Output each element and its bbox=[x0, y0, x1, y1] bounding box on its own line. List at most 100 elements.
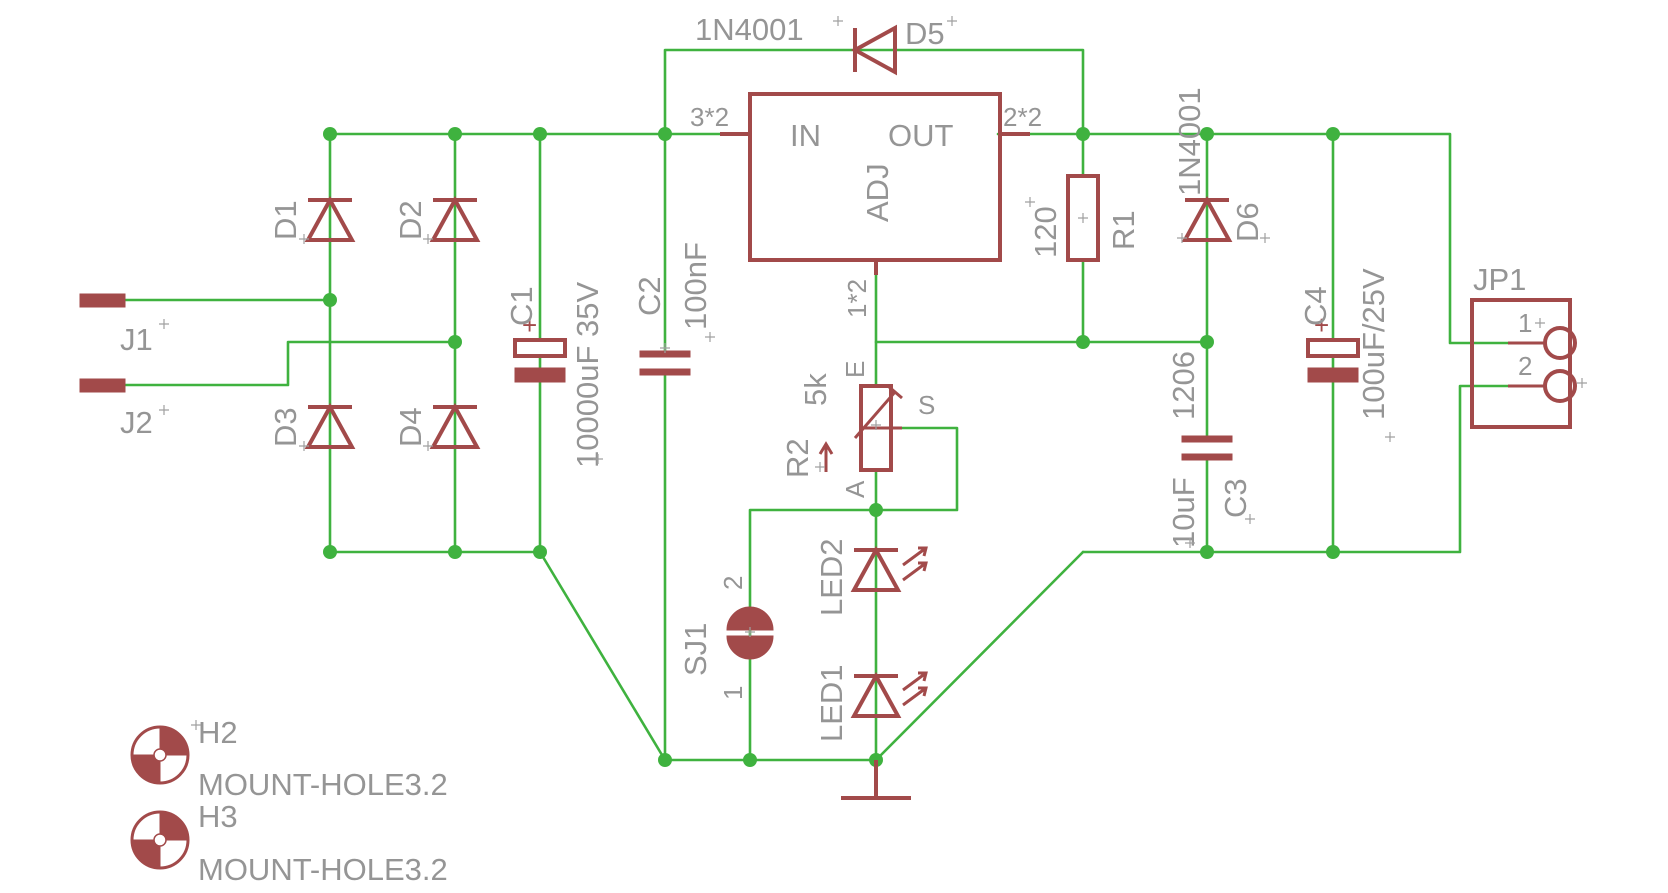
led1-light-arrow-1 bbox=[902, 671, 928, 692]
h3-center bbox=[153, 833, 167, 847]
junction bbox=[658, 753, 672, 767]
h3-value: MOUNT-HOLE3.2 bbox=[198, 852, 448, 887]
c4-plate-negative bbox=[1307, 367, 1359, 383]
d3-triangle bbox=[304, 402, 356, 449]
junction bbox=[323, 127, 337, 141]
led1-name: LED1 bbox=[814, 664, 849, 742]
sj1-pin1: 1 bbox=[718, 686, 748, 700]
led2-name: LED2 bbox=[814, 538, 849, 616]
d6-value: 1N4001 bbox=[1172, 87, 1207, 196]
origin-marker bbox=[423, 234, 433, 244]
resistor-r1: 120 R1 bbox=[1028, 174, 1141, 262]
d2-name: D2 bbox=[393, 200, 428, 240]
sj1-name: SJ1 bbox=[678, 623, 713, 676]
j2-name: J2 bbox=[120, 405, 153, 440]
regulator-in-label: IN bbox=[790, 118, 821, 153]
c1-name: C1 bbox=[504, 286, 539, 326]
c4-plus: + bbox=[1314, 310, 1329, 340]
c3-plate-bottom bbox=[1181, 453, 1233, 461]
origin-marker bbox=[833, 16, 843, 26]
junction bbox=[448, 127, 462, 141]
wire-adj bbox=[874, 258, 1209, 344]
diode-d6: 1N4001 D6 bbox=[1172, 87, 1265, 242]
jp1-name: JP1 bbox=[1473, 262, 1526, 297]
sj1-top-half bbox=[726, 606, 774, 631]
led-led1: LED1 bbox=[814, 664, 928, 742]
origin-marker bbox=[815, 462, 825, 472]
r2-pin-s: S bbox=[918, 390, 935, 420]
junction bbox=[1200, 545, 1214, 559]
junction bbox=[533, 545, 547, 559]
origin-marker bbox=[1535, 318, 1545, 328]
wire-sj1 bbox=[748, 508, 878, 762]
c1-gap bbox=[515, 338, 565, 358]
c3-gap bbox=[1182, 440, 1232, 456]
sj1-pin2: 2 bbox=[718, 576, 748, 590]
c2-gap bbox=[640, 355, 690, 371]
j1-pad bbox=[79, 293, 126, 308]
led2-triangle bbox=[850, 545, 902, 592]
r2-name: R2 bbox=[780, 438, 815, 478]
origin-marker bbox=[1260, 233, 1270, 243]
capacitor-c4: + C4 100uF/25V bbox=[1298, 268, 1391, 420]
j2-pad bbox=[79, 378, 126, 393]
origin-marker bbox=[159, 319, 169, 329]
junction bbox=[1200, 127, 1214, 141]
led1-light-arrow-2 bbox=[902, 686, 928, 707]
c1-value: 10000uF 35V bbox=[570, 282, 605, 468]
wire-r2-wiper bbox=[874, 426, 959, 512]
r2-value: 5k bbox=[798, 373, 833, 406]
d2-triangle bbox=[429, 195, 481, 242]
c1-plate-negative bbox=[514, 367, 566, 383]
capacitor-c2: C2 100nF bbox=[632, 242, 713, 376]
origin-marker bbox=[299, 441, 309, 451]
led1-triangle bbox=[850, 671, 902, 718]
junction bbox=[323, 545, 337, 559]
origin-marker bbox=[159, 405, 169, 415]
junction bbox=[448, 545, 462, 559]
diode-d2: D2 bbox=[393, 195, 481, 242]
wire-bottom-rail-right bbox=[1081, 384, 1510, 554]
mount-hole-h2: H2 MOUNT-HOLE3.2 bbox=[130, 715, 448, 802]
c3-plate-top bbox=[1181, 435, 1233, 443]
regulator-out-label: OUT bbox=[888, 118, 954, 153]
r1-name: R1 bbox=[1106, 210, 1141, 250]
c2-name: C2 bbox=[632, 276, 667, 316]
r1-value: 120 bbox=[1028, 206, 1063, 258]
junctions bbox=[323, 127, 1340, 767]
diode-d5: 1N4001 D5 bbox=[695, 12, 945, 76]
regulator-adj-pad: 1*2 bbox=[842, 279, 872, 318]
c4-gap bbox=[1308, 338, 1358, 358]
h3-quadrant-3 bbox=[131, 839, 161, 869]
origin-markers bbox=[159, 16, 1587, 730]
r2-trim-cap bbox=[887, 384, 903, 400]
connector-j1: J1 bbox=[79, 293, 153, 357]
junction bbox=[1076, 127, 1090, 141]
d1-name: D1 bbox=[268, 200, 303, 240]
regulator-out-pad: 2*2 bbox=[1003, 102, 1042, 132]
d5-triangle bbox=[850, 24, 897, 76]
h2-name: H2 bbox=[198, 715, 238, 750]
capacitor-c1: + C1 10000uF 35V bbox=[504, 282, 605, 468]
regulator: IN OUT ADJ 3*2 2*2 1*2 bbox=[690, 92, 1042, 318]
h3-name: H3 bbox=[198, 799, 238, 834]
regulator-in-pad: 3*2 bbox=[690, 102, 729, 132]
junction bbox=[743, 753, 757, 767]
junction bbox=[869, 503, 883, 517]
origin-marker bbox=[423, 441, 433, 451]
d5-value: 1N4001 bbox=[695, 12, 804, 47]
c4-name: C4 bbox=[1298, 286, 1333, 326]
jp1-pin1-label: 1 bbox=[1518, 308, 1532, 338]
sj1-bottom-half bbox=[726, 635, 774, 660]
led2-light-arrow-1 bbox=[902, 546, 928, 567]
j1-name: J1 bbox=[120, 322, 153, 357]
junction bbox=[533, 127, 547, 141]
origin-marker bbox=[1177, 233, 1187, 243]
junction bbox=[1326, 127, 1340, 141]
d4-triangle bbox=[429, 402, 481, 449]
origin-marker bbox=[660, 343, 670, 353]
d6-name: D6 bbox=[1230, 202, 1265, 242]
d6-triangle bbox=[1181, 195, 1233, 242]
d5-name: D5 bbox=[905, 16, 945, 51]
d3-name: D3 bbox=[268, 407, 303, 447]
